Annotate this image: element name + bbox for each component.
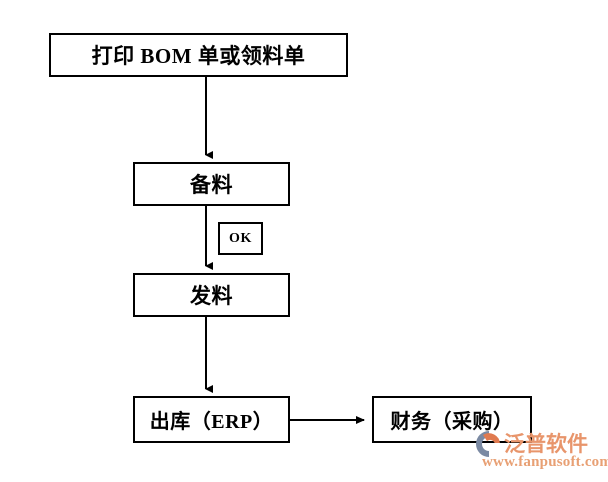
edge-label-ok[interactable]: OK xyxy=(218,222,263,255)
fanpu-circle-logo-icon xyxy=(476,431,501,457)
watermark: 泛普软件 www.fanpusoft.com xyxy=(474,428,608,476)
node-issue-material[interactable]: 发料 xyxy=(133,273,290,317)
watermark-url: www.fanpusoft.com xyxy=(482,454,608,470)
watermark-brand: 泛普软件 xyxy=(504,432,588,456)
node-finance-purchase[interactable]: 财务（采购） xyxy=(372,396,532,443)
node-outbound-erp[interactable]: 出库（ERP） xyxy=(133,396,290,443)
node-print-bom[interactable]: 打印 BOM 单或领料单 xyxy=(49,33,348,77)
node-prepare-material[interactable]: 备料 xyxy=(133,162,290,206)
